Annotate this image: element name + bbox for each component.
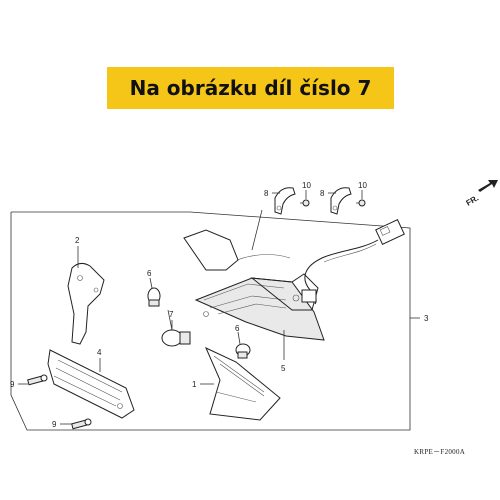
callout-6-right: 6 xyxy=(235,324,240,333)
bracket-left xyxy=(274,187,296,215)
callout-6-left: 6 xyxy=(147,269,152,278)
bulb-6-left xyxy=(147,287,161,307)
callout-9-upper: 9 xyxy=(10,380,15,389)
callout-8-right: 8 xyxy=(320,189,325,198)
bulb-6-right xyxy=(235,343,251,359)
leader-6a xyxy=(149,277,153,289)
callout-5: 5 xyxy=(281,364,286,373)
screw-9-upper xyxy=(27,374,48,386)
callout-9-lower: 9 xyxy=(52,420,57,429)
bracket-right xyxy=(330,187,352,215)
screw-9-lower xyxy=(71,418,92,430)
front-direction-arrow-icon: FR. xyxy=(465,180,498,208)
turn-signal-housing xyxy=(183,229,325,341)
bulb-7 xyxy=(161,309,191,347)
callout-4: 4 xyxy=(97,348,102,357)
assembly-outline xyxy=(10,211,411,431)
callout-10-left: 10 xyxy=(302,181,311,190)
callout-3: 3 xyxy=(424,314,429,323)
screw-10-right xyxy=(356,199,366,207)
callout-2: 2 xyxy=(75,236,80,245)
callout-1: 1 xyxy=(192,380,197,389)
direction-label: FR. xyxy=(465,193,481,207)
callout-7: 7 xyxy=(169,310,174,319)
wire-to-bracket xyxy=(231,254,291,263)
lens-1 xyxy=(205,346,281,421)
wire-connector xyxy=(375,219,405,245)
mounting-bracket-2 xyxy=(67,262,105,345)
part-number-banner: Na obrázku díl číslo 7 xyxy=(107,67,394,109)
banner-text: Na obrázku díl číslo 7 xyxy=(129,76,372,100)
diagram-reference-code: KRPE－F2000A xyxy=(414,448,465,456)
leader-housing-to-bracket xyxy=(251,209,263,251)
callout-8-left: 8 xyxy=(264,189,269,198)
screw-10-left xyxy=(300,199,310,207)
wire-harness-inner xyxy=(323,243,377,263)
callout-10-right: 10 xyxy=(358,181,367,190)
leader-6b xyxy=(237,331,241,345)
lens-4 xyxy=(47,349,135,419)
